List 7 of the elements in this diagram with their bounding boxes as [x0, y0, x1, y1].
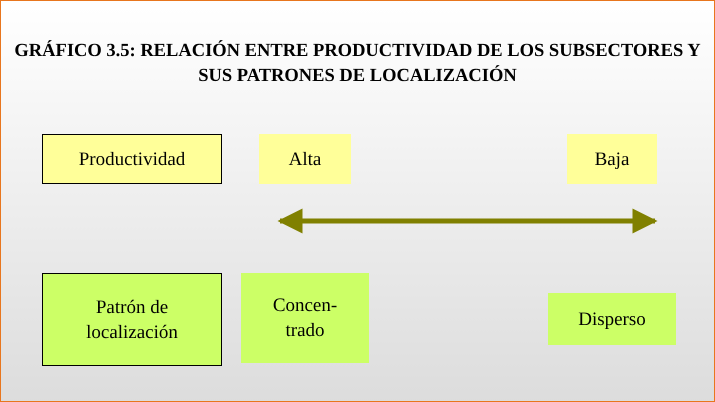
label-box: Productividad — [42, 134, 222, 184]
diagram-title: GRÁFICO 3.5: RELACIÓN ENTRE PRODUCTIVIDAD DE LOS SUBSECTORES Y SUS PATRONES DE LOCALIZACIÓN — [13, 39, 702, 88]
value-box: Concen- trado — [241, 273, 369, 363]
value-box: Alta — [259, 134, 351, 184]
value-box: Baja — [567, 134, 657, 184]
label-box: Patrón de localización — [42, 273, 222, 366]
value-box: Disperso — [548, 293, 676, 345]
